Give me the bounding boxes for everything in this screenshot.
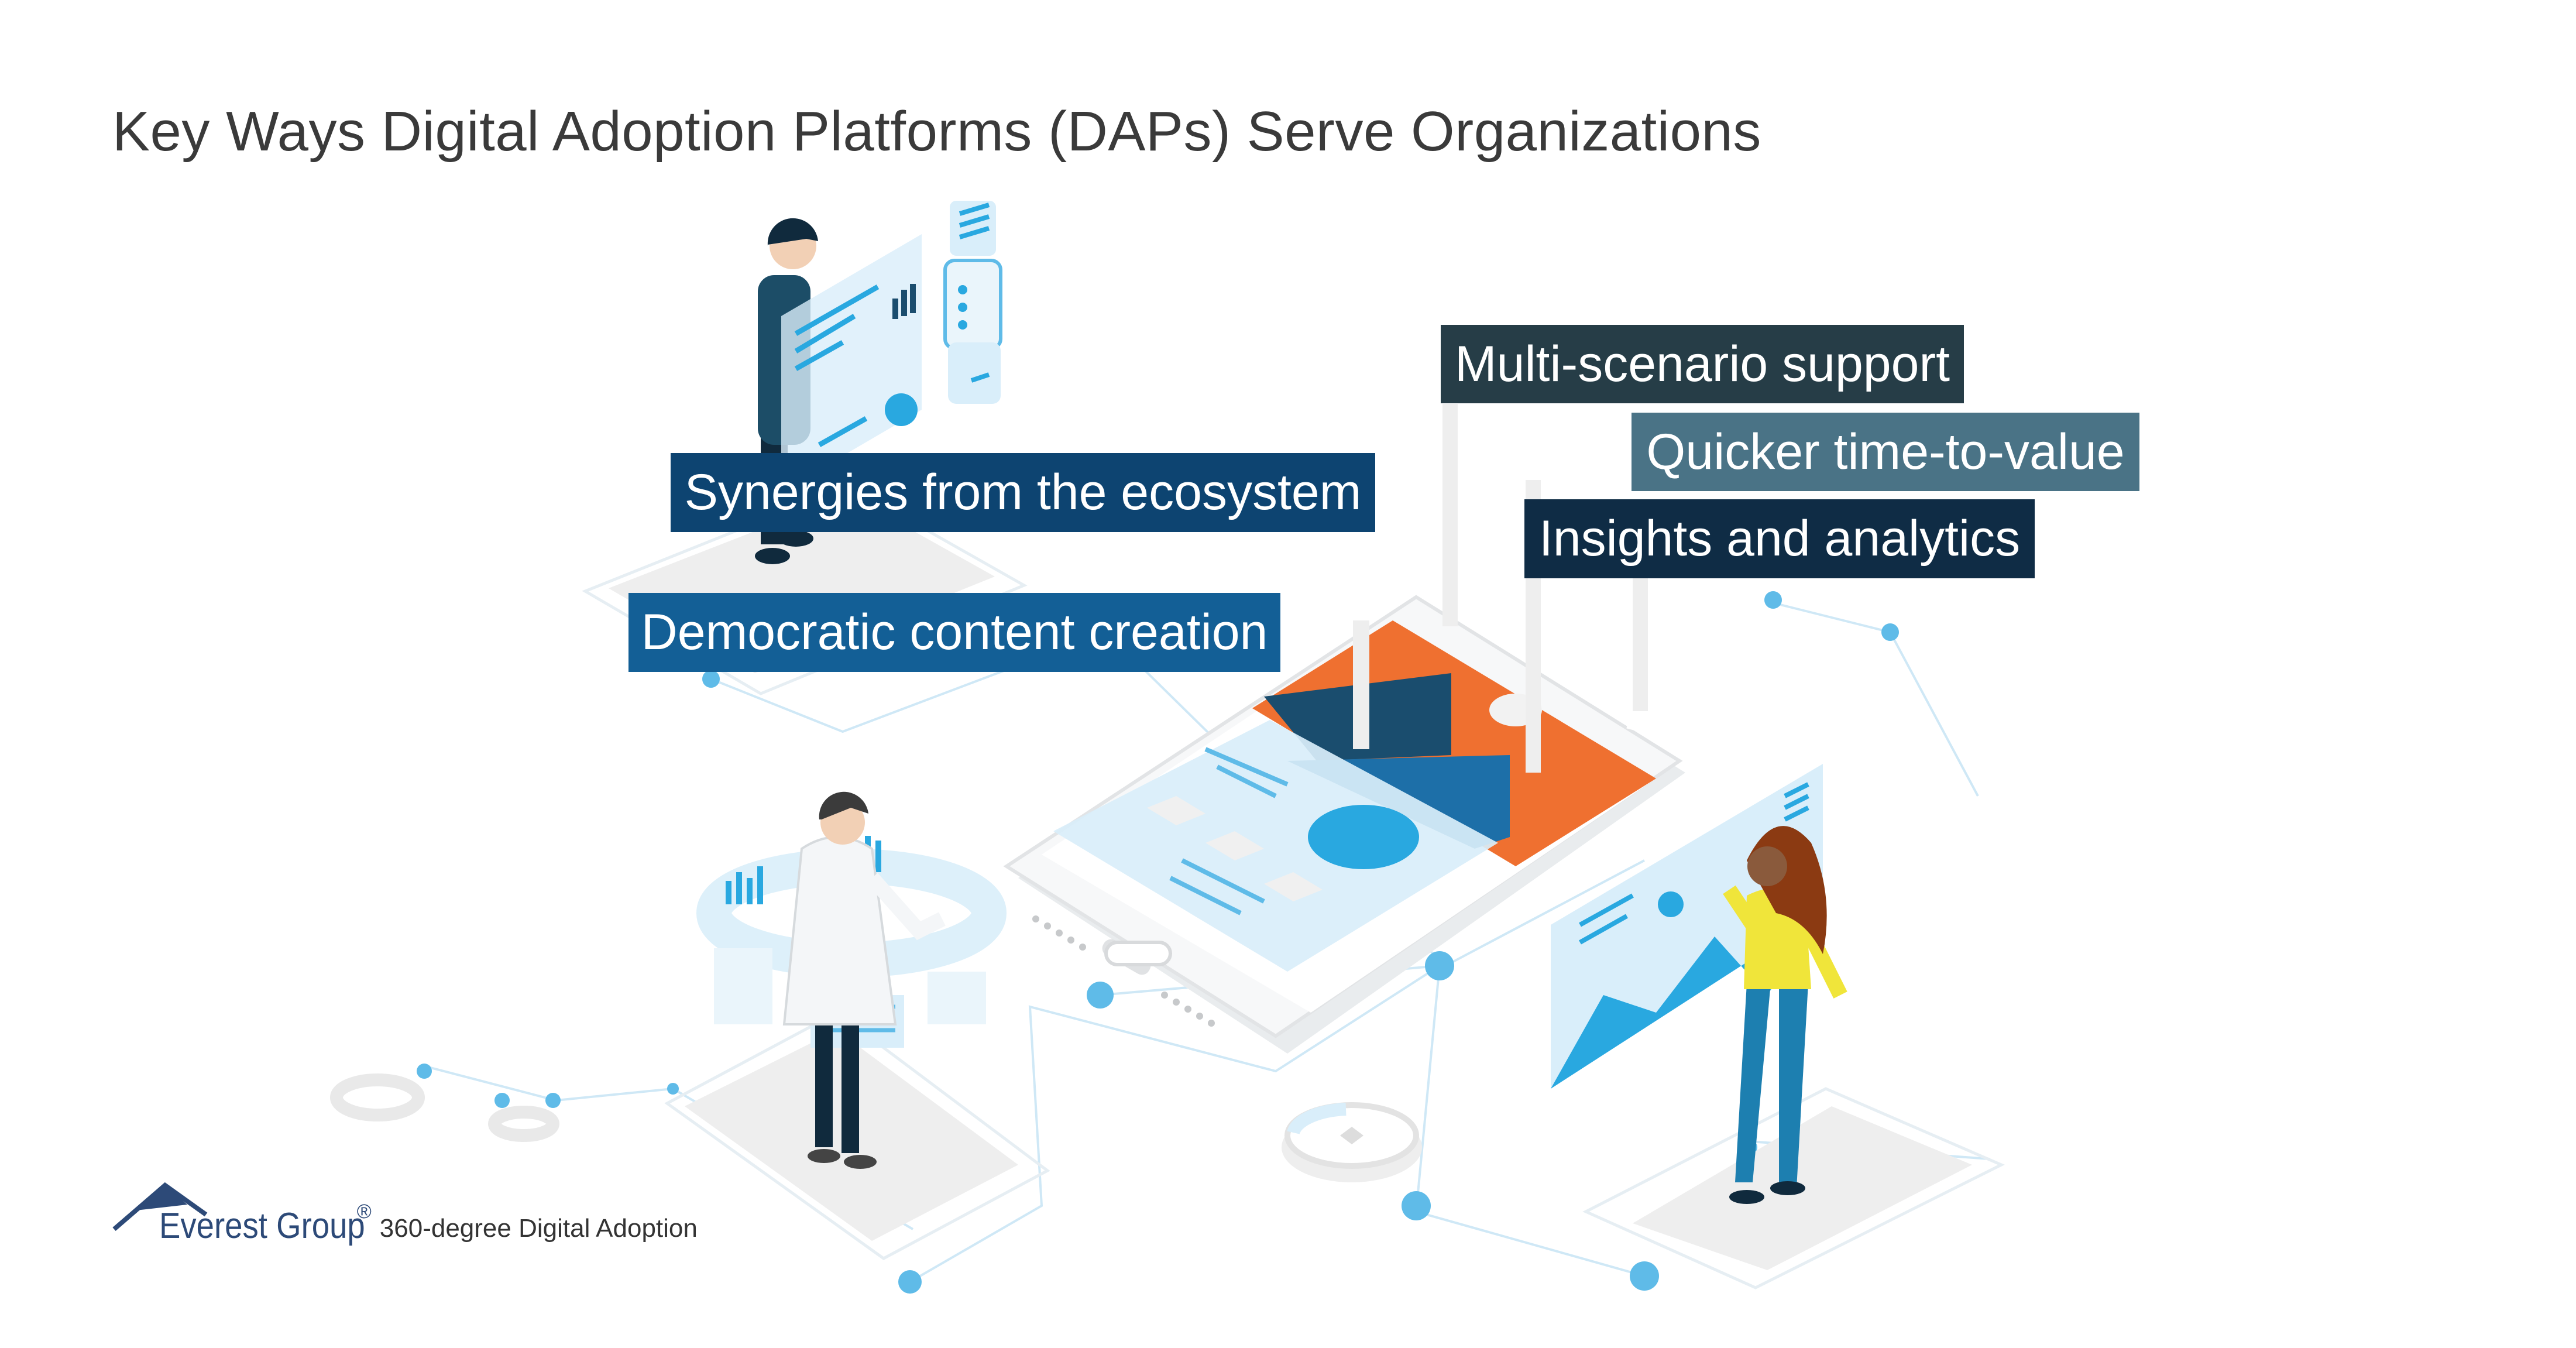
dial-icon	[1282, 1102, 1422, 1182]
page-title: Key Ways Digital Adoption Platforms (DAP…	[112, 100, 1761, 163]
label-democratic: Democratic content creation	[628, 593, 1280, 672]
person-illustration	[755, 197, 1002, 564]
registered-mark: ®	[356, 1200, 372, 1223]
brand-name: Everest Group	[159, 1206, 365, 1246]
label-quicker-time: Quicker time-to-value	[1632, 413, 2139, 491]
person-illustration-scientist	[696, 791, 1007, 1169]
gear-icon	[330, 1073, 559, 1142]
label-insights: Insights and analytics	[1524, 499, 2035, 578]
label-multi-scenario: Multi-scenario support	[1441, 325, 1964, 403]
person-illustration-analyst	[1551, 764, 1847, 1204]
everest-mountain-icon	[112, 1182, 208, 1232]
label-synergies: Synergies from the ecosystem	[671, 453, 1375, 532]
footer-subtitle: 360-degree Digital Adoption	[379, 1214, 698, 1243]
footer: Everest Group ® 360-degree Digital Adopt…	[112, 1171, 698, 1247]
